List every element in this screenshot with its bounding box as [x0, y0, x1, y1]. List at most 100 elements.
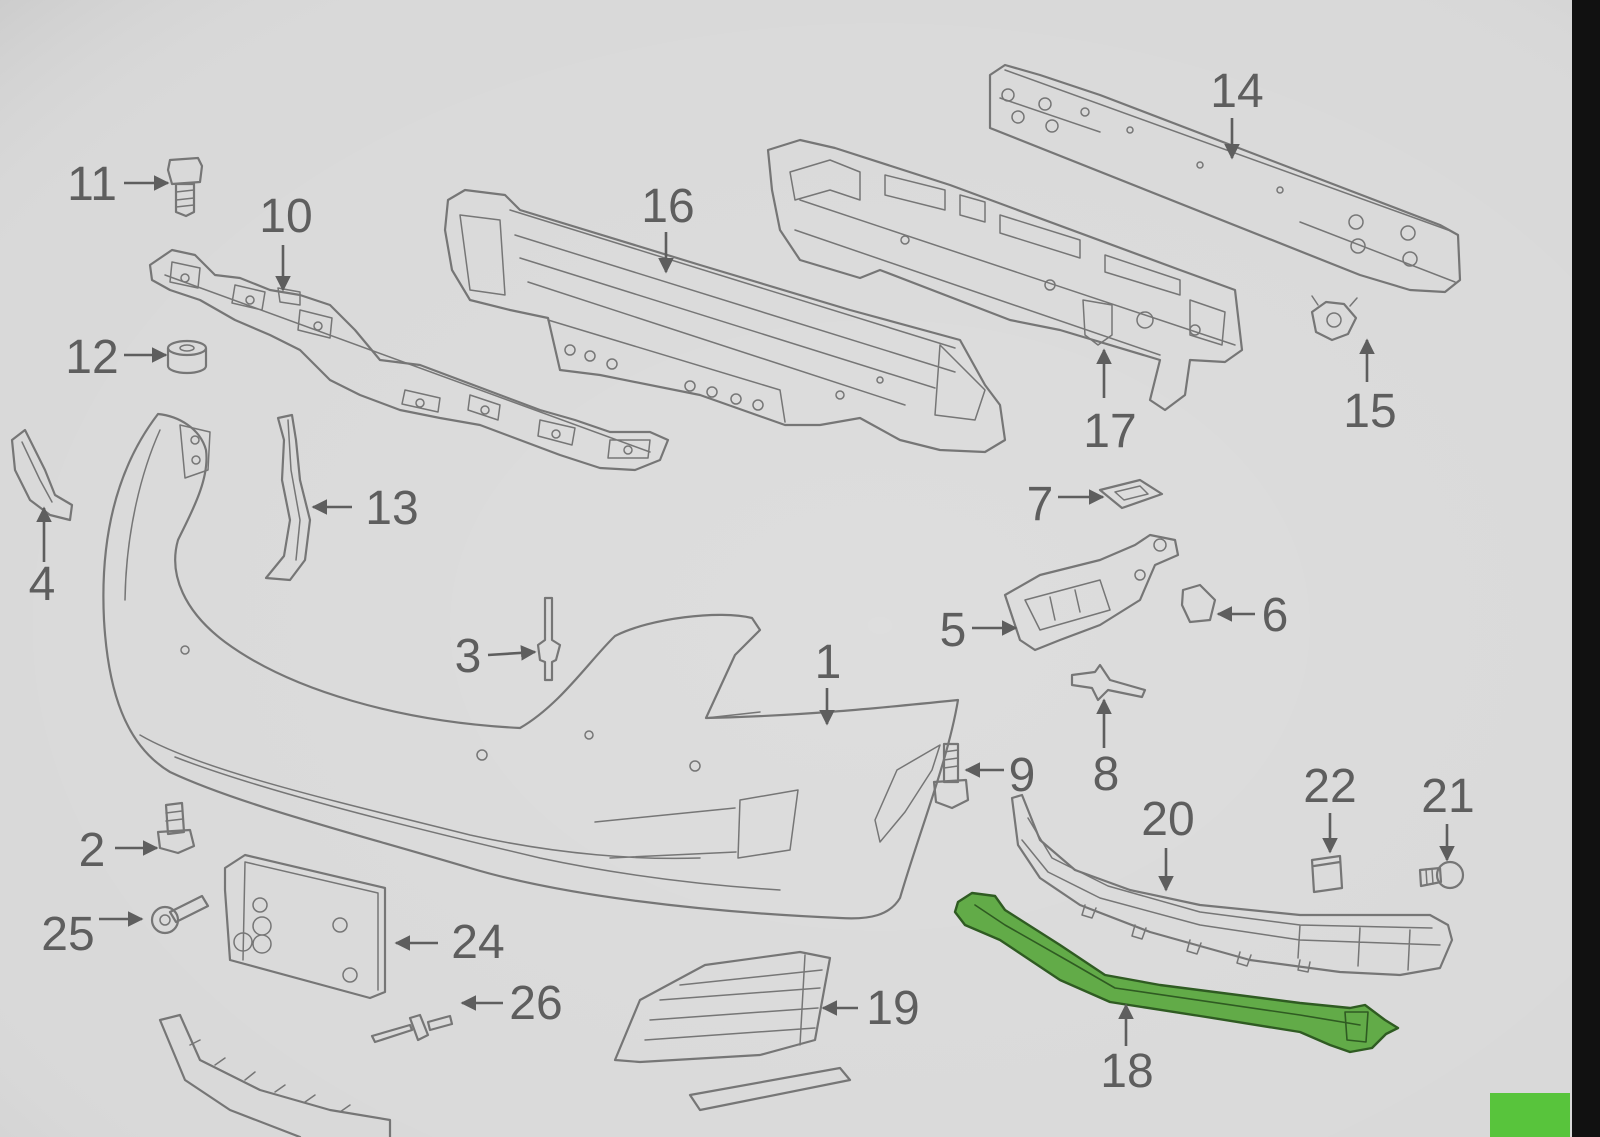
part-18-detail [974, 904, 1369, 1043]
fragment-center-outline [688, 1066, 852, 1112]
part-16-detail [459, 209, 986, 423]
callout-24[interactable]: 24 [451, 916, 504, 969]
callout-1[interactable]: 1 [815, 636, 842, 689]
part-26-shape [370, 1013, 454, 1044]
callout-3-arrow [487, 645, 537, 661]
part-18-outline [953, 891, 1400, 1054]
callout-15[interactable]: 15 [1343, 385, 1396, 438]
part-12-outline [166, 339, 208, 375]
part-17-outline [766, 138, 1244, 412]
part-2-shape [156, 801, 196, 855]
callout-9[interactable]: 9 [1009, 749, 1036, 802]
part-21-threads [1425, 868, 1434, 886]
callout-12[interactable]: 12 [65, 331, 118, 384]
part-1-detail [124, 424, 941, 891]
part-21-outline [1418, 860, 1465, 890]
part-17-detail [789, 159, 1236, 356]
part-25-shape [150, 894, 210, 935]
part-10-detail [164, 261, 651, 459]
callout-10[interactable]: 10 [259, 190, 312, 243]
callout-26[interactable]: 26 [509, 977, 562, 1030]
part-16-shape [443, 188, 1007, 454]
part-19-outline [613, 950, 832, 1064]
part-19-shape [613, 950, 832, 1064]
part-12-hole [179, 344, 195, 352]
part-25-detail [159, 914, 171, 926]
part-12-shape [166, 339, 208, 375]
part-5-outline [1003, 533, 1180, 652]
part-10-outline [148, 248, 670, 472]
part-6-shape [1180, 583, 1217, 624]
part-4-shape [10, 428, 74, 522]
callout-21[interactable]: 21 [1421, 770, 1474, 823]
part-16-holes [564, 344, 884, 411]
part-5-detail [1024, 538, 1167, 631]
part-11-shape [166, 156, 204, 218]
part-10-shape [148, 248, 670, 472]
part-4-outline [10, 428, 74, 522]
part-3-outline [536, 596, 562, 682]
part-17-shape [766, 138, 1244, 412]
part-19-detail [644, 954, 823, 1046]
part-10-holes [180, 273, 633, 455]
callout-5[interactable]: 5 [940, 604, 967, 657]
part-9-shape [932, 742, 970, 810]
callout-8[interactable]: 8 [1093, 748, 1120, 801]
part-1-outline [102, 412, 960, 920]
unlabeled-trim-fragment-center [688, 1066, 852, 1112]
part-15-detail [1311, 295, 1358, 328]
callout-16[interactable]: 16 [641, 180, 694, 233]
part-17-holes [900, 235, 1201, 336]
part-13-outline [264, 413, 312, 582]
part-21-shape [1418, 860, 1465, 890]
part-3-shape [536, 596, 562, 682]
part-1-shape [102, 412, 960, 920]
part-8-shape [1070, 663, 1147, 702]
callout-7[interactable]: 7 [1027, 478, 1054, 531]
part-18-shape [953, 891, 1400, 1054]
callout-19[interactable]: 19 [866, 982, 919, 1035]
callout-6[interactable]: 6 [1262, 589, 1289, 642]
part-7-shape [1098, 478, 1164, 510]
callout-14[interactable]: 14 [1210, 65, 1263, 118]
part-4-detail [21, 441, 53, 503]
part-7-outline [1098, 478, 1164, 510]
part-15-shape [1310, 295, 1358, 342]
part-13-shape [264, 413, 312, 582]
callout-labels: 1 2 3 4 5 6 7 8 9 10 11 12 13 14 15 16 1… [29, 65, 1475, 1098]
part-24-outline [223, 853, 387, 1000]
part-26-outline [370, 1013, 454, 1044]
part-24-detail [242, 861, 379, 991]
callout-11[interactable]: 11 [67, 158, 117, 211]
fragment-left-outline [158, 1013, 392, 1137]
part-6-outline [1180, 583, 1217, 624]
callout-2[interactable]: 2 [79, 824, 106, 877]
part-1-holes [180, 435, 701, 772]
part-13-detail [287, 419, 301, 561]
callout-4[interactable]: 4 [29, 558, 56, 611]
unlabeled-trim-fragment-left [158, 1013, 392, 1137]
callout-13[interactable]: 13 [365, 482, 418, 535]
part-20-detail [1021, 817, 1441, 973]
part-25-outline [150, 894, 210, 935]
part-24-shape [223, 853, 387, 1000]
callout-17[interactable]: 17 [1083, 405, 1136, 458]
callout-22[interactable]: 22 [1303, 760, 1356, 813]
part-15-outline [1310, 300, 1358, 342]
part-24-holes [233, 897, 358, 983]
callout-25[interactable]: 25 [41, 908, 94, 961]
part-14-outline [988, 63, 1462, 294]
part-2-outline [156, 801, 196, 855]
callout-20[interactable]: 20 [1141, 793, 1194, 846]
part-20-shape [1010, 793, 1454, 977]
callout-18[interactable]: 18 [1100, 1045, 1153, 1098]
part-9-threads [943, 749, 959, 769]
part-14-holes [1001, 88, 1418, 267]
part-2-threads [165, 810, 184, 822]
part-7-detail [1114, 485, 1149, 501]
callout-3[interactable]: 3 [455, 630, 482, 683]
part-5-shape [1003, 533, 1180, 652]
green-ui-element[interactable] [1490, 1093, 1570, 1137]
